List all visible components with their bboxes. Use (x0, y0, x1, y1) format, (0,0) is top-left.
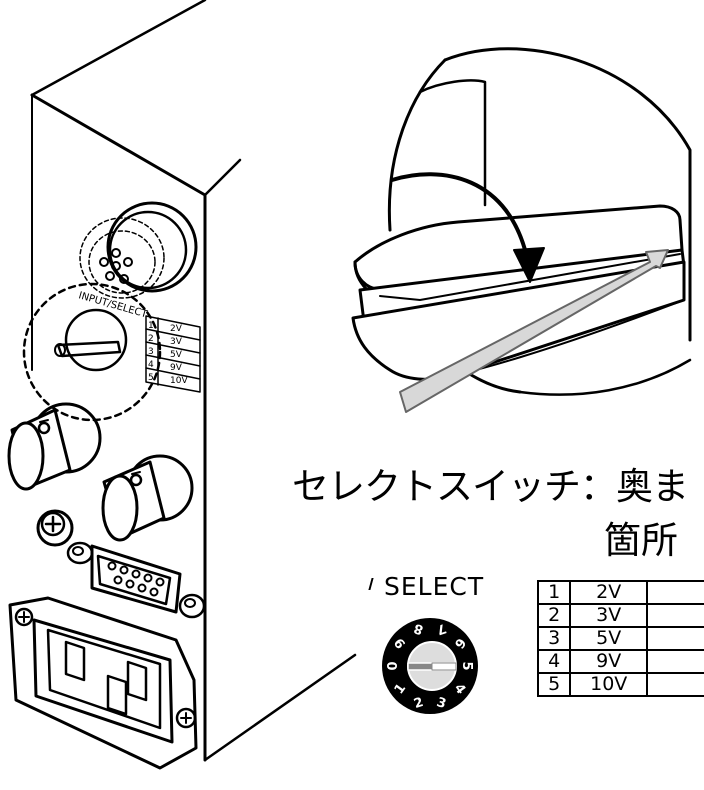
dial-digit-8: 8 (412, 620, 425, 637)
rotary-dial-icon (382, 618, 478, 714)
panel-label-text: 1 2V 2 3V 3 5V 4 9V 5 10V (148, 321, 188, 386)
screw-right (178, 593, 206, 619)
rotation-arrow (390, 172, 530, 264)
panel-row-5-voltage: 10V (170, 376, 188, 386)
caption-line-1: セレクトスイッチ：奥ま (292, 465, 689, 508)
table-row: 4 9V (536, 649, 704, 674)
panel-row-4-voltage: 9V (170, 363, 183, 373)
blank-cell (646, 649, 704, 674)
dial-digit-2: 2 (412, 695, 425, 712)
panel-row-2-pos: 2 (148, 334, 154, 344)
position-cell: 4 (536, 649, 572, 674)
dial-digit-3: 3 (435, 695, 448, 712)
blank-cell (646, 672, 704, 697)
panel-row-4-pos: 4 (148, 360, 154, 370)
panel-row-3-pos: 3 (148, 347, 154, 357)
dial-digit-7: 7 (435, 620, 448, 637)
voltage-cell: 2V (569, 580, 649, 605)
voltage-cell: 5V (569, 626, 649, 651)
insert-arrow (399, 249, 669, 413)
blank-cell (646, 603, 704, 628)
select-label: SELECT (384, 572, 485, 601)
position-cell: 3 (536, 626, 572, 651)
bnc-connector-right (101, 454, 194, 542)
blank-cell (646, 626, 704, 651)
table-row: 2 3V (536, 603, 704, 628)
table-row: 1 2V (536, 580, 704, 605)
panel-row-3-voltage: 5V (170, 350, 183, 360)
voltage-cell: 9V (569, 649, 649, 674)
position-cell: 1 (536, 580, 572, 605)
panel-row-1-voltage: 2V (170, 324, 183, 334)
voltage-cell: 3V (569, 603, 649, 628)
panel-row-5-pos: 5 (148, 373, 154, 383)
dial-digit-5: 5 (459, 661, 474, 670)
caption-line-2: 箇所 (604, 519, 678, 562)
panel-label-table (145, 315, 201, 393)
zoom-detail (351, 47, 692, 413)
din-connector: INPUT/SELECT (77, 201, 198, 321)
panel-row-2-voltage: 3V (170, 337, 183, 347)
voltage-cell: 10V (569, 672, 649, 697)
position-cell: 5 (536, 672, 572, 697)
dial-digit-0: 0 (386, 661, 401, 670)
panel-row-1-pos: 1 (148, 321, 154, 331)
table-row: 5 10V (536, 672, 704, 697)
panel-rotary-switch (22, 282, 162, 422)
dsub-connector (90, 544, 182, 614)
screw-left (66, 541, 94, 565)
voltage-table: 1 2V 2 3V 3 5V 4 9V 5 10V (536, 580, 704, 697)
table-row: 3 5V (536, 626, 704, 651)
ground-terminal (36, 509, 74, 547)
blank-cell (646, 580, 704, 605)
bnc-connector-left (7, 402, 102, 491)
ac-power-inlet (8, 596, 198, 770)
position-cell: 2 (536, 603, 572, 628)
device-body (30, 0, 357, 762)
